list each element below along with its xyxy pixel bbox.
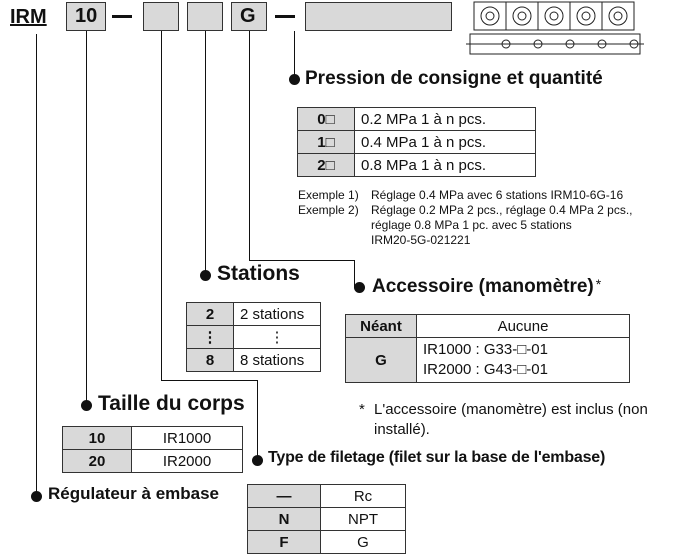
pressure-code: 2□	[297, 153, 355, 177]
thread-desc: Rc	[320, 484, 406, 508]
note-asterisk: *	[359, 401, 365, 418]
bullet-stations	[200, 270, 211, 281]
accessory-title: Accessoire (manomètre)*	[372, 276, 601, 298]
leader-pressure	[294, 31, 295, 81]
accessory-table: Néant Aucune G IR1000 : G33-□-01 IR2000 …	[345, 314, 630, 383]
pressure-code-box-2	[187, 2, 223, 31]
accessory-asterisk: *	[595, 276, 602, 292]
body-size-code: 20	[62, 449, 132, 473]
stations-code: ⋮	[186, 325, 234, 349]
table-row: — Rc	[247, 484, 406, 508]
bullet-pressure	[289, 74, 300, 85]
thread-title: Type de filetage (filet sur la base de l…	[268, 449, 606, 466]
leader-accessory-v2	[354, 260, 355, 288]
table-row: ⋮ ⋮	[186, 325, 321, 349]
pressure-desc: 0.4 MPa 1 à n pcs.	[354, 130, 536, 154]
stations-table: 2 2 stations ⋮ ⋮ 8 8 stations	[186, 302, 321, 372]
thread-desc: G	[320, 530, 406, 554]
pressure-code-box-1	[143, 2, 179, 31]
bullet-regulator	[31, 491, 42, 502]
example-1-label: Exemple 1)	[298, 188, 359, 202]
setting-code-box	[305, 2, 452, 31]
pressure-code: 1□	[297, 130, 355, 154]
bullet-thread	[252, 455, 263, 466]
accessory-line-1: IR1000 : G33-□-01	[423, 341, 548, 358]
table-row: 2 2 stations	[186, 302, 321, 326]
accessory-desc-cell: IR1000 : G33-□-01 IR2000 : G43-□-01	[416, 337, 630, 383]
table-row: G IR1000 : G33-□-01 IR2000 : G43-□-01	[345, 337, 630, 383]
pressure-desc: 0.2 MPa 1 à n pcs.	[354, 107, 536, 131]
thread-table: — Rc N NPT F G	[247, 484, 406, 554]
pressure-title: Pression de consigne et quantité	[305, 68, 603, 89]
bullet-accessory	[354, 282, 365, 293]
stations-code: 8	[186, 348, 234, 372]
leader-thread	[161, 31, 162, 380]
accessory-code-cell: G	[345, 337, 417, 383]
table-row: 1□ 0.4 MPa 1 à n pcs.	[297, 130, 536, 154]
leader-size	[86, 31, 87, 408]
table-row: 10 IR1000	[62, 426, 243, 450]
table-row: 8 8 stations	[186, 348, 321, 372]
manifold-drawing-icon	[466, 1, 644, 55]
leader-accessory	[249, 31, 250, 260]
accessory-header-code: Néant	[345, 314, 417, 338]
code-dash-1	[112, 15, 132, 18]
thread-code: —	[247, 484, 321, 508]
leader-regulator	[36, 34, 37, 495]
note-text: L'accessoire (manomètre) est inclus (non…	[374, 401, 648, 438]
example-2-text: Réglage 0.2 MPa 2 pcs., réglage 0.4 MPa …	[371, 203, 633, 217]
table-row: 2□ 0.8 MPa 1 à n pcs.	[297, 153, 536, 177]
leader-stations	[205, 31, 206, 275]
code-prefix: IRM	[10, 6, 47, 28]
stations-code: 2	[186, 302, 234, 326]
accessory-code-box: G	[231, 2, 267, 31]
table-row: Néant Aucune	[345, 314, 630, 338]
stations-title: Stations	[217, 262, 300, 285]
bullet-body-size	[81, 400, 92, 411]
stations-desc: ⋮	[233, 325, 321, 349]
stations-desc: 2 stations	[233, 302, 321, 326]
table-row: 20 IR2000	[62, 449, 243, 473]
body-size-code: 10	[62, 426, 132, 450]
thread-desc: NPT	[320, 507, 406, 531]
pressure-desc: 0.8 MPa 1 à n pcs.	[354, 153, 536, 177]
accessory-code: G	[240, 5, 256, 27]
table-row: N NPT	[247, 507, 406, 531]
leader-thread-v2	[257, 380, 258, 460]
accessory-note: * L'accessoire (manomètre) est inclus (n…	[359, 400, 659, 440]
leader-accessory-h	[249, 260, 354, 261]
body-size-title: Taille du corps	[98, 392, 245, 415]
body-size-desc: IR2000	[131, 449, 243, 473]
regulator-title: Régulateur à embase	[48, 484, 220, 503]
stations-desc: 8 stations	[233, 348, 321, 372]
pressure-code: 0□	[297, 107, 355, 131]
example-1-text: Réglage 0.4 MPa avec 6 stations IRM10-6G…	[371, 188, 624, 202]
body-size-table: 10 IR1000 20 IR2000	[62, 426, 243, 473]
example-2-label: Exemple 2)	[298, 203, 359, 217]
code-dash-2	[275, 15, 295, 18]
thread-code: F	[247, 530, 321, 554]
table-row: 0□ 0.2 MPa 1 à n pcs.	[297, 107, 536, 131]
table-row: F G	[247, 530, 406, 554]
leader-thread-h	[161, 380, 257, 381]
accessory-header-desc: Aucune	[416, 314, 630, 338]
accessory-title-text: Accessoire (manomètre)	[372, 276, 594, 297]
size-code-box: 10	[66, 2, 106, 31]
example-2-text-3: IRM20-5G-021221	[371, 233, 471, 247]
accessory-line-2: IR2000 : G43-□-01	[423, 361, 548, 378]
pressure-table: 0□ 0.2 MPa 1 à n pcs. 1□ 0.4 MPa 1 à n p…	[297, 107, 536, 177]
size-code: 10	[75, 5, 98, 27]
body-size-desc: IR1000	[131, 426, 243, 450]
thread-code: N	[247, 507, 321, 531]
example-2-text-2: réglage 0.8 MPa 1 pc. avec 5 stations	[371, 218, 572, 232]
